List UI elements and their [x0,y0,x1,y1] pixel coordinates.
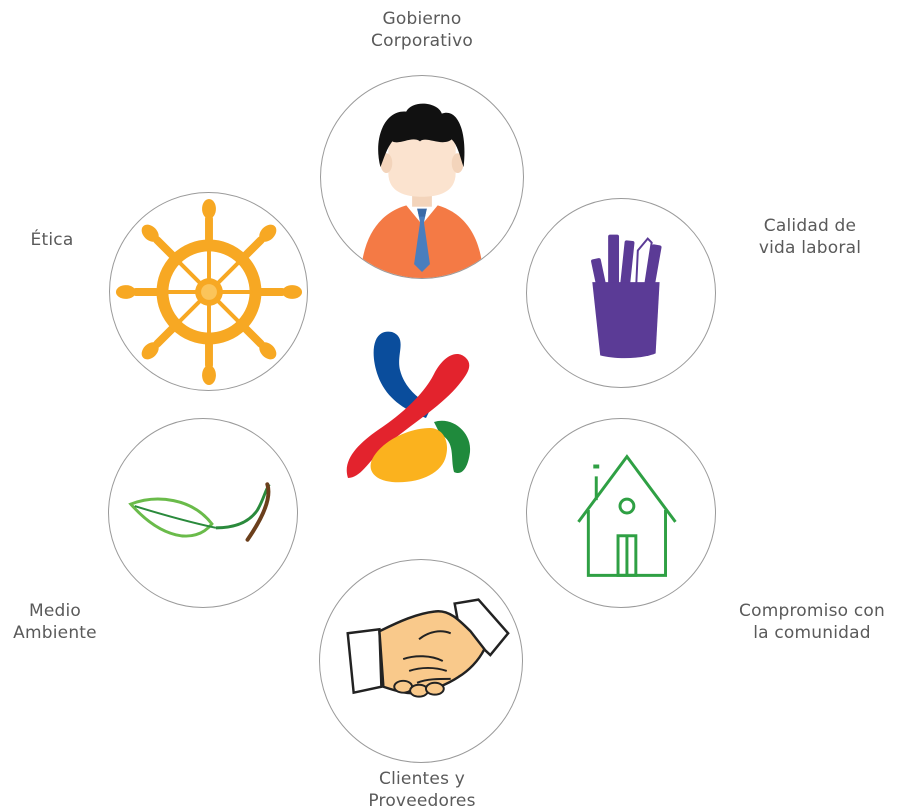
label-etica: Ética [30,230,74,250]
leaf-icon [128,482,271,542]
label-clientes-proveedores: Clientes y Proveedores [368,769,476,811]
circle-compromiso-comunidad [526,418,716,608]
label-compromiso-comunidad: Compromiso con la comunidad [739,601,885,643]
house-icon [577,454,677,577]
circle-clientes-proveedores [319,559,523,763]
label-gobierno-corporativo: Gobierno Corporativo [371,9,473,51]
businessman-icon [360,103,484,278]
label-medio-ambiente: Medio Ambiente [13,601,97,643]
circle-calidad-vida-laboral [526,198,716,388]
circle-gobierno-corporativo [320,75,524,279]
ship-wheel-icon [115,198,303,386]
pencil-cup-icon [591,234,662,359]
handshake-icon [346,598,510,698]
circle-medio-ambiente [108,418,298,608]
label-calidad-vida-laboral: Calidad de vida laboral [758,216,862,258]
circle-etica [109,192,308,391]
brand-logo [346,331,471,483]
